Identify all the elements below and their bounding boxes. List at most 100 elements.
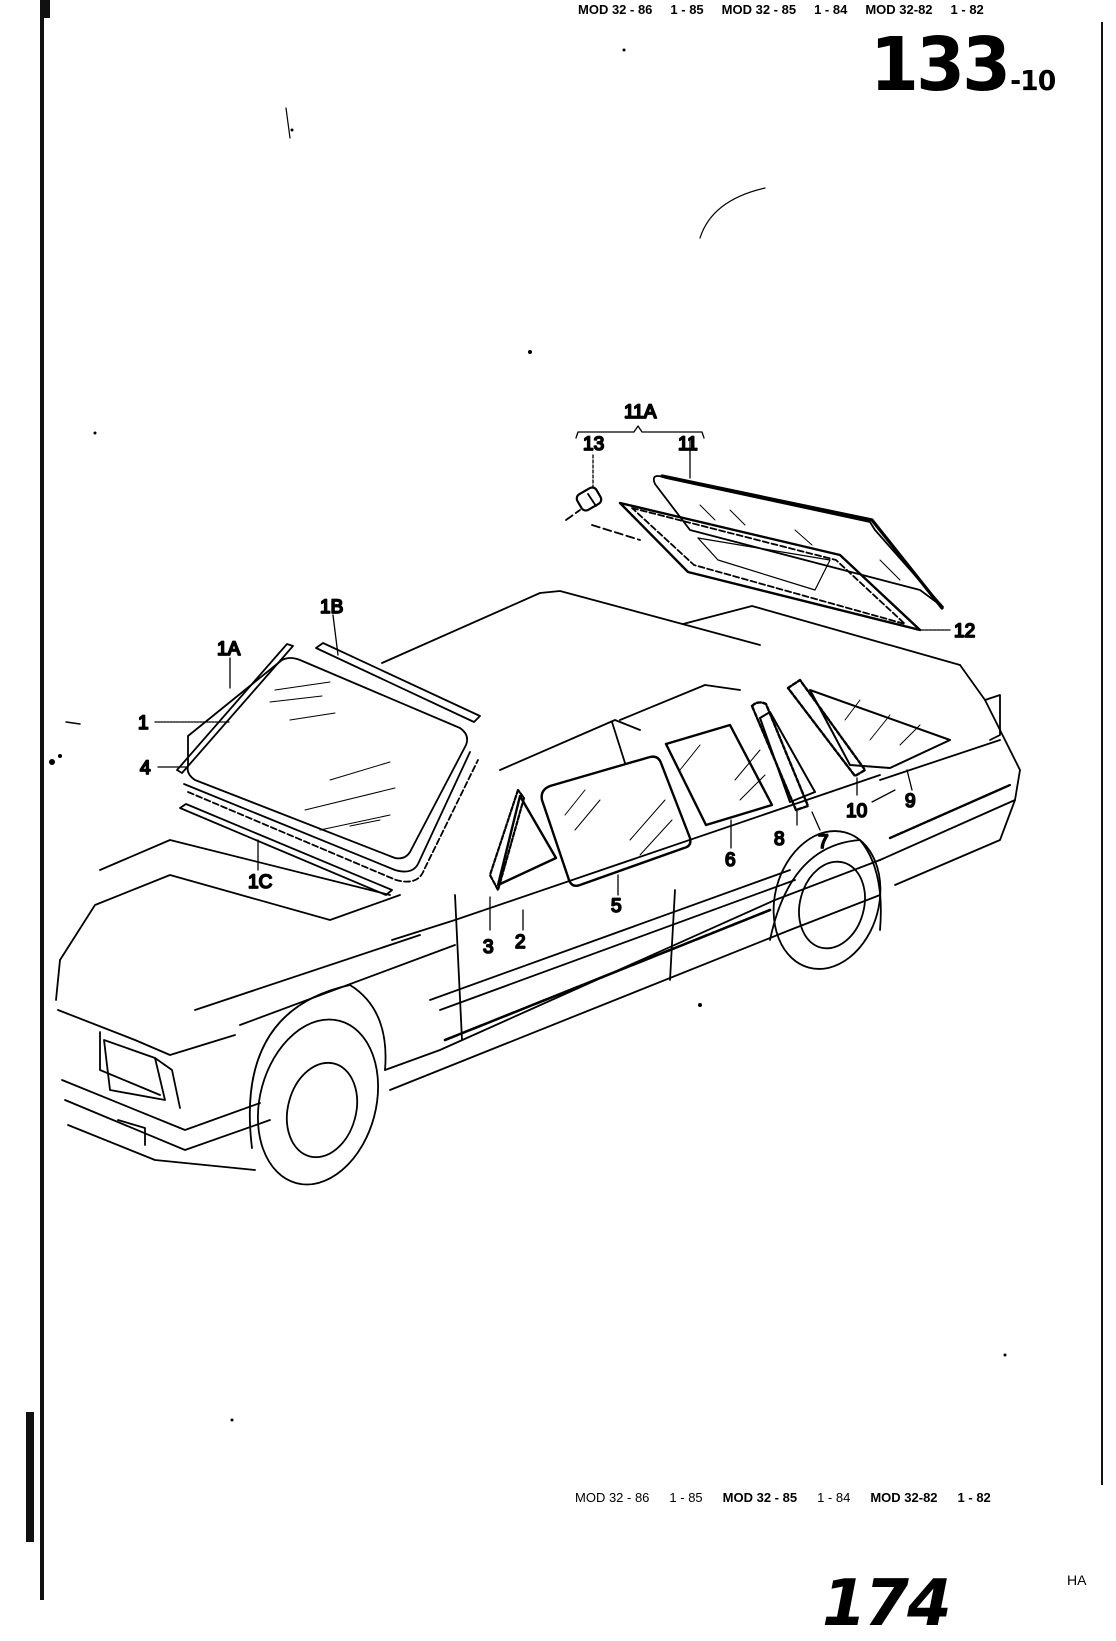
hood-crease (194, 934, 421, 1011)
door-moulding-bottom (439, 879, 796, 1011)
callout-7: 7 (818, 832, 829, 853)
bumper-mid (64, 1099, 271, 1151)
callout-1: 1 (138, 713, 149, 734)
section-code-suffix: -10 (1010, 64, 1056, 97)
tail-light (984, 694, 1001, 741)
rear-bumper (894, 799, 1016, 886)
page-edge-right (1101, 22, 1103, 1485)
sill-line (389, 894, 881, 1091)
glass-hatch (679, 744, 766, 801)
b-pillar (611, 721, 626, 764)
front-door-edge (454, 894, 463, 1041)
header-model-range: MOD 32-82 (865, 2, 933, 17)
front-quarter-seal (488, 788, 526, 892)
scan-dash-mark (65, 721, 81, 725)
leader-1b (332, 614, 339, 656)
footer-model-range: MOD 32-82 (870, 1490, 938, 1505)
header-model-range: 1 - 82 (950, 2, 984, 17)
rear-window-seal-inner (631, 507, 906, 625)
callout-1a: 1A (217, 639, 241, 660)
section-code-main: 133 (870, 22, 1011, 108)
bracket-11a (575, 425, 705, 439)
page-binding-mark (26, 1412, 34, 1542)
glass-hatch (844, 699, 921, 746)
fog-light (117, 1119, 146, 1146)
headlight (103, 1039, 166, 1101)
rear-door-edge (669, 889, 676, 981)
rear-door-frame (619, 684, 741, 721)
footer-model-range: 1 - 82 (957, 1490, 991, 1505)
front-wheel-arch (248, 984, 387, 1149)
windshield-glass (186, 657, 469, 860)
front-quarter-glass (496, 794, 558, 887)
rear-quarter-outline (879, 664, 1021, 861)
section-code: 133-10 (870, 28, 1056, 102)
windshield-seal-outer (183, 751, 471, 873)
glass-hatch (699, 504, 901, 581)
hood-inner (99, 839, 391, 896)
grille (99, 1031, 161, 1096)
callout-1b: 1B (320, 597, 343, 618)
rear-window-top-edge (660, 474, 944, 610)
bumper-bottom (67, 1124, 256, 1171)
page-number: 174 (822, 1567, 952, 1641)
bumper-top (61, 1079, 261, 1131)
footer-model-range: 1 - 85 (669, 1490, 703, 1505)
scan-tick-mark (285, 107, 291, 139)
callout-5: 5 (611, 896, 622, 917)
belt-line (391, 774, 881, 941)
rear-quarter-glass (759, 711, 816, 803)
leader-7-dash (811, 811, 821, 831)
rear-quarter-seal (750, 701, 810, 812)
page-edge-left (40, 0, 44, 1600)
trim-1a-side-moulding (176, 643, 294, 774)
rear-deck-outline (682, 605, 961, 666)
clip-dash-line (565, 509, 641, 541)
callout-3: 3 (483, 937, 494, 958)
leader-lines (154, 425, 951, 931)
glass-hatch (564, 789, 673, 856)
header-model-range: 1 - 84 (814, 2, 848, 17)
scan-specks (49, 48, 1007, 1422)
hood-outline (59, 874, 401, 961)
front-edge (55, 959, 61, 1001)
callout-13: 13 (583, 434, 604, 455)
callout-6: 6 (725, 850, 736, 871)
front-grille-top (57, 1009, 236, 1056)
rear-tire (772, 830, 882, 970)
clip-body (575, 486, 603, 512)
windshield-seal-inner (187, 759, 479, 883)
glass-hatch (269, 681, 396, 831)
rear-side-glass (809, 689, 951, 769)
rear-window-heating-grid (697, 537, 831, 591)
front-door-glass (540, 755, 692, 888)
callout-11a: 11A (624, 402, 657, 423)
headlight-bezel (154, 1057, 181, 1109)
corner-tag: HA (1067, 1572, 1087, 1588)
callout-9: 9 (905, 791, 916, 812)
header-model-range: MOD 32 - 86 (578, 2, 653, 17)
callout-11: 11 (678, 434, 698, 455)
roof-outline (381, 590, 761, 664)
callout-8: 8 (774, 829, 785, 850)
rear-window-glass (652, 475, 944, 608)
trim-1c-bottom-moulding (179, 803, 393, 896)
leader-9 (871, 769, 913, 803)
footer-model-range: 1 - 84 (817, 1490, 851, 1505)
rear-side-seal (786, 678, 867, 778)
front-tire (257, 1018, 379, 1186)
callout-12: 12 (954, 621, 975, 642)
trim-1b-top-moulding (315, 642, 481, 723)
clip-detail (587, 493, 597, 507)
callout-10: 10 (846, 801, 867, 822)
callout-4: 4 (140, 758, 151, 779)
side-moulding (443, 908, 772, 1042)
scan-arc-mark (699, 187, 766, 239)
rear-door-glass (664, 723, 774, 827)
header-model-range: 1 - 85 (670, 2, 704, 17)
footer-model-range: MOD 32 - 85 (722, 1490, 798, 1505)
rear-quarter-line (879, 739, 1001, 781)
callout-labels: 1 1A 1B 1C 4 2 3 5 6 7 8 9 10 11 11A 12 … (137, 401, 976, 959)
page-edge-mark (41, 0, 50, 18)
